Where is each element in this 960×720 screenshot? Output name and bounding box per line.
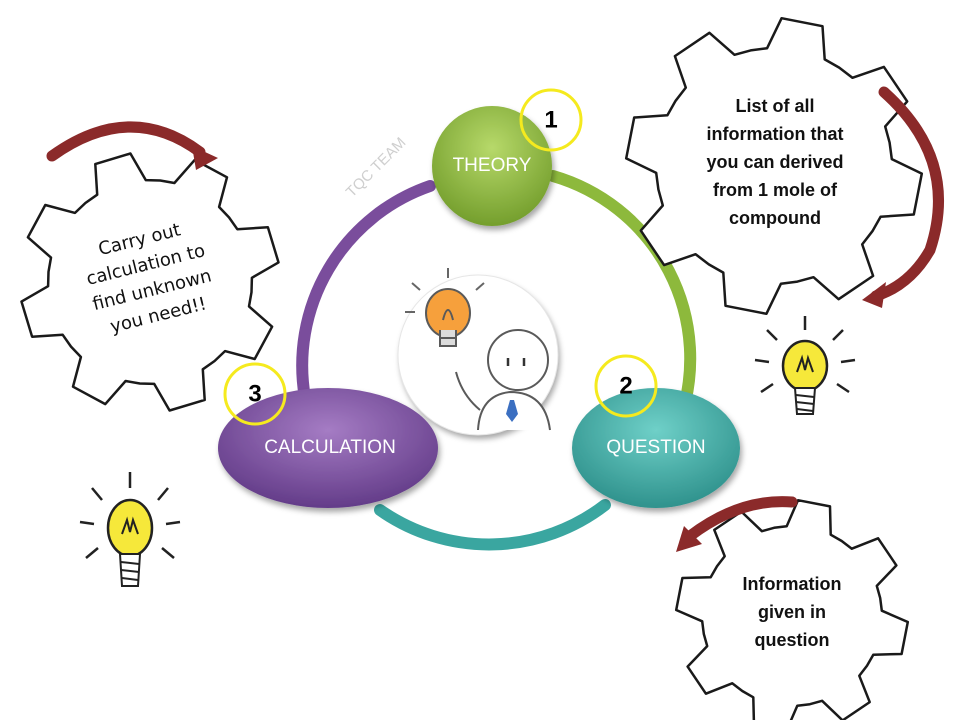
- node-question-label: QUESTION: [606, 437, 705, 458]
- node-calculation-label: CALCULATION: [264, 437, 396, 458]
- theory-note-line: information that: [707, 124, 844, 144]
- number-badge-3: 3: [223, 362, 287, 426]
- theory-note-line: List of all: [735, 96, 814, 116]
- theory-note: List of all information that you can der…: [706, 96, 843, 228]
- gear-icon: [20, 152, 280, 412]
- node-theory[interactable]: THEORY: [432, 106, 552, 226]
- question-note-line: given in: [758, 602, 826, 622]
- theory-note-line: you can derived: [706, 152, 843, 172]
- arc-theory-question: [547, 170, 697, 426]
- arc-calculation-question: [374, 499, 611, 551]
- gear-outline: [624, 16, 924, 316]
- question-note-line: question: [755, 630, 830, 650]
- curved-arrow-icon: [862, 86, 944, 308]
- number-3: 3: [248, 380, 261, 407]
- gear-outline: [20, 152, 280, 412]
- lightbulb-icon: [79, 472, 181, 587]
- question-note-line: Information: [743, 574, 842, 594]
- lightbulb-icon: [754, 316, 856, 415]
- number-badge-1: 1: [519, 88, 583, 152]
- gear-icon: [674, 498, 910, 720]
- node-theory-label: THEORY: [453, 155, 532, 176]
- gear-icon: [624, 16, 924, 316]
- cycle-ring: [296, 170, 697, 551]
- curved-arrow-icon: [676, 496, 798, 552]
- theory-note-line: compound: [729, 208, 821, 228]
- theory-note-line: from 1 mole of: [713, 180, 838, 200]
- number-2: 2: [619, 372, 632, 399]
- arc-theory-calculation: [296, 180, 436, 404]
- lightbulb-person-icon: [397, 268, 559, 436]
- watermark-text: TQC TEAM: [343, 134, 410, 201]
- curved-arrow-icon: [46, 121, 218, 170]
- number-badge-2: 2: [594, 354, 658, 418]
- node-question[interactable]: QUESTION: [572, 388, 740, 508]
- number-1: 1: [544, 106, 557, 133]
- question-note: Information given in question: [743, 574, 842, 650]
- gear-outline: [674, 498, 910, 720]
